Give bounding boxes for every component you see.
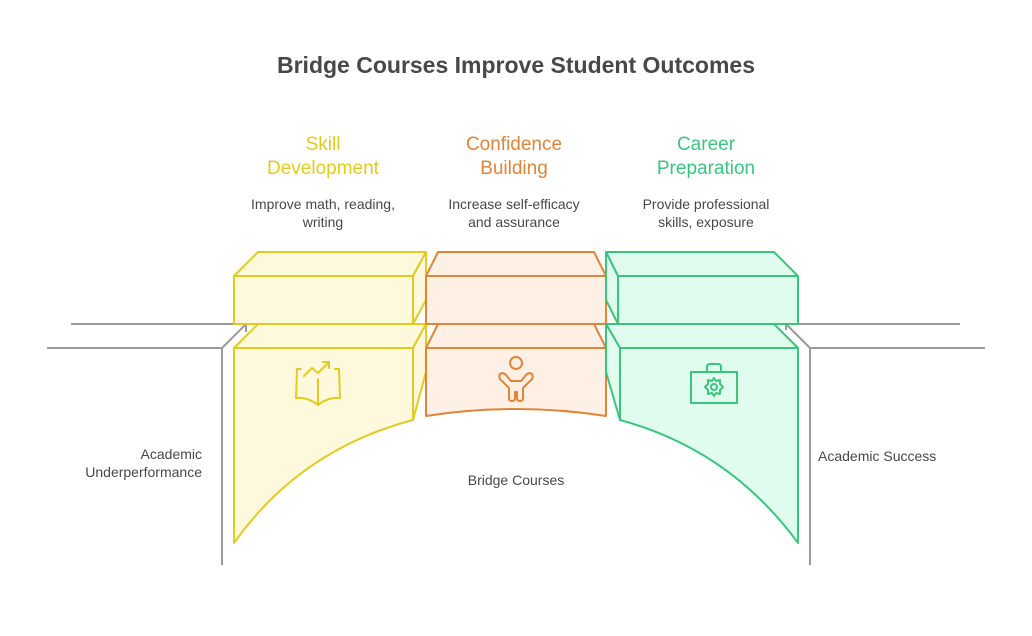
- pillar-description: Provide professional skills, exposure: [642, 196, 770, 230]
- pillar-heading: Career Preparation: [656, 134, 756, 179]
- diagram-title: Bridge Courses Improve Student Outcomes: [277, 52, 755, 78]
- book-growth-icon: [295, 361, 341, 406]
- pillar-description: Increase self-efficacy and assurance: [448, 196, 580, 230]
- label-academic-success: Academic Success: [818, 448, 937, 464]
- pillar-skill-development: Skill Development Improve math, reading,…: [228, 133, 418, 231]
- pillar-description: Improve math, reading, writing: [251, 196, 395, 230]
- right-cliff: [785, 323, 985, 565]
- pillar-heading: Skill Development: [267, 134, 379, 179]
- label-bridge-courses: Bridge Courses: [467, 472, 565, 488]
- label-academic-underperformance: Academic Underperformance: [85, 446, 202, 480]
- skill-development-block: [233, 251, 427, 544]
- career-preparation-block: [605, 251, 799, 544]
- pillar-confidence-building: Confidence Building Increase self-effica…: [419, 133, 609, 231]
- toolkit-gear-icon: [690, 363, 738, 404]
- person-arms-raised-icon: [498, 356, 534, 402]
- pillar-career-preparation: Career Preparation Provide professional …: [611, 133, 801, 231]
- pillar-heading: Confidence Building: [465, 134, 563, 179]
